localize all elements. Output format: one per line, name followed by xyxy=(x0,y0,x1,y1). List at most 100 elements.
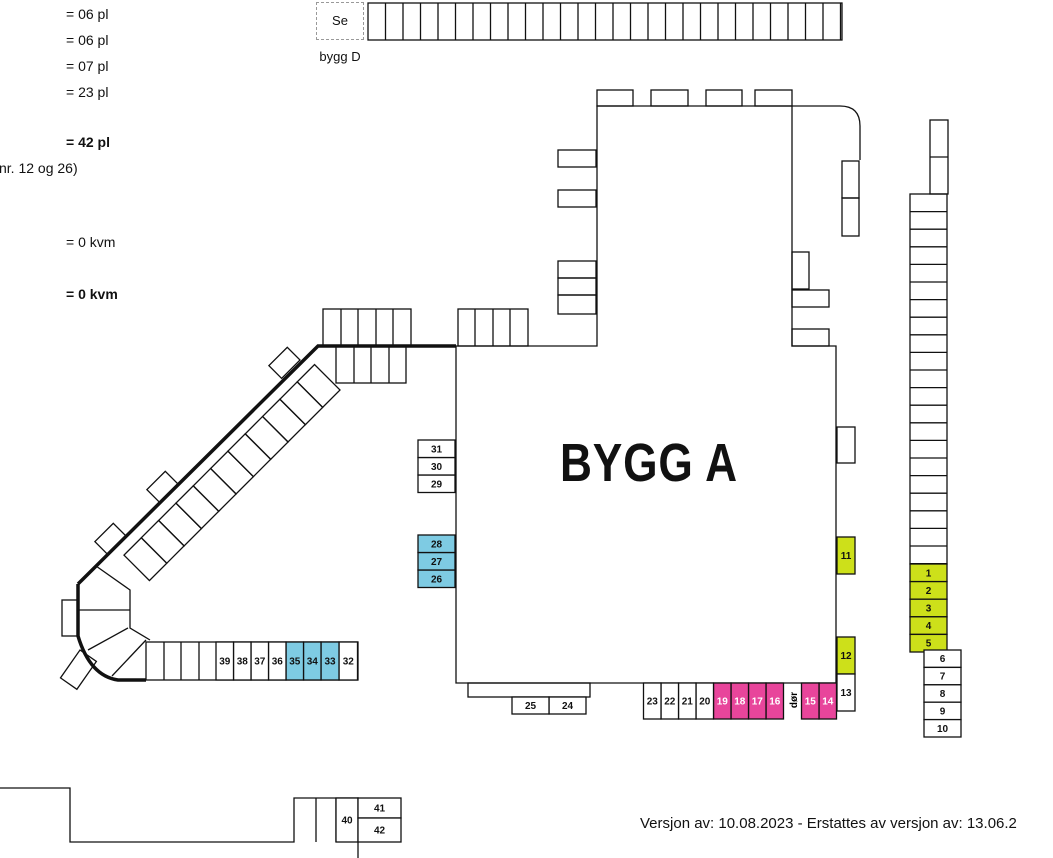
parking-spot-15[interactable]: 15 xyxy=(800,682,820,720)
parking-spot-box xyxy=(417,534,456,554)
parking-spot-number: 5 xyxy=(926,639,932,650)
parking-spot-number: 16 xyxy=(769,697,781,708)
legend-area: = 0 kvm xyxy=(66,234,116,250)
parking-spot-36[interactable]: 36 xyxy=(267,641,287,681)
parking-spot-3[interactable]: 3 xyxy=(909,598,948,618)
parking-spot-16[interactable]: 16 xyxy=(765,682,785,720)
legend-line-3: = 07 pl xyxy=(66,58,109,74)
parking-spot-6[interactable]: 6 xyxy=(923,649,962,669)
parking-spot-number: 3 xyxy=(926,604,932,615)
parking-spot-11[interactable]: 11 xyxy=(836,536,856,575)
parking-spot-20[interactable]: 20 xyxy=(695,682,715,720)
door-label: dør xyxy=(789,692,800,708)
parking-spot-28[interactable]: 28 xyxy=(417,534,456,554)
legend-line-1: = 06 pl xyxy=(66,6,109,22)
parking-spot-number: 19 xyxy=(717,697,729,708)
parking-spot-26[interactable]: 26 xyxy=(417,569,456,589)
parking-spot-box xyxy=(357,817,402,843)
version-text: Versjon av: 10.08.2023 - Erstattes av ve… xyxy=(640,815,1017,832)
parking-spot-number: 26 xyxy=(431,574,443,585)
parking-spot-number: 14 xyxy=(822,697,834,708)
parking-spot-number: 17 xyxy=(752,697,764,708)
building-a-outline xyxy=(455,105,837,684)
parking-spot-32[interactable]: 32 xyxy=(338,641,359,681)
parking-spot-number: 13 xyxy=(840,688,852,699)
legend-line-4: = 23 pl xyxy=(66,84,109,100)
parking-spot-34[interactable]: 34 xyxy=(302,641,322,681)
parking-spot-number: 38 xyxy=(237,657,249,668)
parking-spot-number: 4 xyxy=(926,621,932,632)
parking-spot-number: 18 xyxy=(734,697,746,708)
parking-spot-29[interactable]: 29 xyxy=(417,474,456,494)
parking-spot-2[interactable]: 2 xyxy=(909,580,948,600)
parking-spot-number: 42 xyxy=(374,826,386,837)
parking-spot-number: 31 xyxy=(431,444,443,455)
parking-spot-number: 15 xyxy=(805,697,817,708)
parking-spot-number: 8 xyxy=(940,689,946,700)
parking-spot-40[interactable]: 40 xyxy=(335,797,359,843)
parking-spot-box xyxy=(642,682,662,720)
parking-spot-box xyxy=(800,682,820,720)
parking-spot-number: 34 xyxy=(307,657,319,668)
parking-spot-41[interactable]: 41 xyxy=(357,797,402,819)
numbered-spots: 1234567891011121314151617181920212223242… xyxy=(215,439,962,843)
parking-spot-8[interactable]: 8 xyxy=(923,684,962,703)
parking-spot-23[interactable]: 23 xyxy=(642,682,662,720)
parking-spot-number: 1 xyxy=(926,568,932,579)
parking-spot-number: 36 xyxy=(272,657,284,668)
parking-spot-box xyxy=(417,439,456,459)
parking-spot-19[interactable]: 19 xyxy=(712,682,732,720)
parking-spot-box xyxy=(511,696,550,715)
parking-spot-25[interactable]: 25 xyxy=(511,696,550,715)
parking-spot-number: 37 xyxy=(254,657,266,668)
parking-spot-30[interactable]: 30 xyxy=(417,456,456,476)
parking-spot-1[interactable]: 1 xyxy=(909,563,948,583)
parking-spot-27[interactable]: 27 xyxy=(417,551,456,571)
parking-spot-42[interactable]: 42 xyxy=(357,817,402,843)
parking-spot-number: 23 xyxy=(647,697,659,708)
parking-spot-4[interactable]: 4 xyxy=(909,616,948,636)
see-building-d-link[interactable]: Se bygg D xyxy=(316,2,364,64)
parking-spot-box xyxy=(215,641,235,681)
parking-spot-18[interactable]: 18 xyxy=(730,682,750,720)
parking-spot-number: 35 xyxy=(289,657,301,668)
legend-total-spots: = 42 pl xyxy=(66,134,110,150)
plan-outlines xyxy=(0,2,949,858)
parking-spot-21[interactable]: 21 xyxy=(677,682,697,720)
parking-spot-12[interactable]: 12 xyxy=(836,636,856,675)
legend-note: nr. 12 og 26) xyxy=(0,160,78,176)
parking-spot-number: 22 xyxy=(664,697,676,708)
parking-spot-number: 11 xyxy=(841,551,852,562)
parking-spot-number: 2 xyxy=(926,586,932,597)
parking-spot-9[interactable]: 9 xyxy=(923,701,962,721)
parking-spot-number: 20 xyxy=(699,697,711,708)
parking-spot-33[interactable]: 33 xyxy=(320,641,340,681)
parking-spot-13[interactable]: 13 xyxy=(836,673,856,712)
legend-area-total: = 0 kvm xyxy=(66,286,118,302)
legend-line-2: = 06 pl xyxy=(66,32,109,48)
road-curve xyxy=(792,105,861,160)
parking-spot-number: 21 xyxy=(682,697,694,708)
parking-spot-number: 28 xyxy=(431,539,443,550)
parking-spot-24[interactable]: 24 xyxy=(548,696,587,715)
parking-spot-39[interactable]: 39 xyxy=(215,641,235,681)
parking-spot-22[interactable]: 22 xyxy=(660,682,680,720)
parking-spot-box xyxy=(923,718,962,738)
parking-spot-17[interactable]: 17 xyxy=(747,682,767,720)
parking-spot-number: 24 xyxy=(562,701,574,712)
parking-spot-number: 25 xyxy=(525,701,537,712)
top-spot-strip xyxy=(367,2,843,41)
parking-spot-number: 29 xyxy=(431,479,443,490)
parking-spot-14[interactable]: 14 xyxy=(818,682,838,720)
parking-spot-31[interactable]: 31 xyxy=(417,439,456,459)
parking-spot-10[interactable]: 10 xyxy=(923,718,962,738)
parking-spot-number: 9 xyxy=(940,706,946,717)
curb-upper xyxy=(76,344,456,586)
parking-spot-number: 12 xyxy=(840,651,852,662)
parking-spot-35[interactable]: 35 xyxy=(285,641,305,681)
parking-spot-37[interactable]: 37 xyxy=(250,641,270,681)
parking-spot-38[interactable]: 38 xyxy=(232,641,252,681)
parking-spot-7[interactable]: 7 xyxy=(923,666,962,686)
parking-spot-number: 40 xyxy=(341,816,353,827)
